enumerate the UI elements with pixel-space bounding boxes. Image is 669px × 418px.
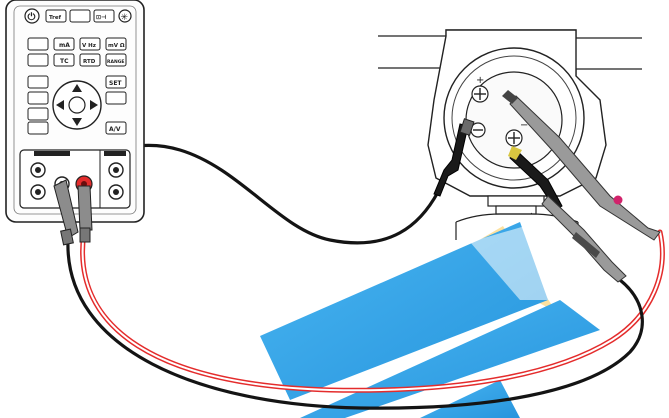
svg-text:RANGE: RANGE (107, 59, 124, 65)
svg-text:mA: mA (59, 42, 70, 49)
key-source[interactable] (28, 54, 48, 66)
svg-text:RTD: RTD (83, 59, 96, 65)
key-left-4[interactable] (28, 122, 48, 134)
key-left-1[interactable] (28, 76, 48, 88)
jack-left-top[interactable] (31, 163, 45, 177)
svg-text:mV Ω: mV Ω (108, 43, 125, 49)
jack-left-bottom[interactable] (31, 185, 45, 199)
transmitter: + − . (378, 30, 642, 240)
key-right-2[interactable] (106, 92, 126, 104)
terminal-plus-mark: + (476, 75, 484, 86)
svg-text:Tref: Tref (49, 15, 62, 21)
transmitter-dot-mark: . (530, 207, 533, 217)
svg-text:TC: TC (60, 58, 69, 65)
terminal-screw-minus (506, 130, 522, 146)
svg-text:A/V: A/V (109, 126, 121, 133)
power-icon: ⏻ (28, 11, 36, 23)
svg-text:✳: ✳ (121, 13, 129, 23)
key-left-2[interactable] (28, 92, 48, 104)
calibrator: ⏻ Tref ⊡⊣ ✳ mA V Hz mV Ω TC RTD RANG (6, 0, 144, 222)
probe-red-marker-icon (614, 196, 623, 205)
terminal-screw-plus (472, 86, 488, 102)
navigation-pad (53, 81, 101, 129)
jack-right-top[interactable] (109, 163, 123, 177)
svg-text:⊡⊣: ⊡⊣ (96, 14, 107, 21)
banana-plug-red (78, 186, 92, 242)
connector-panel (20, 150, 130, 208)
key-left-3[interactable] (28, 108, 48, 120)
key-meas-source[interactable] (28, 38, 48, 50)
svg-text:SET: SET (109, 80, 122, 87)
svg-text:V Hz: V Hz (82, 43, 96, 49)
jack-right-bottom[interactable] (109, 185, 123, 199)
display-mode-key[interactable] (70, 10, 90, 22)
